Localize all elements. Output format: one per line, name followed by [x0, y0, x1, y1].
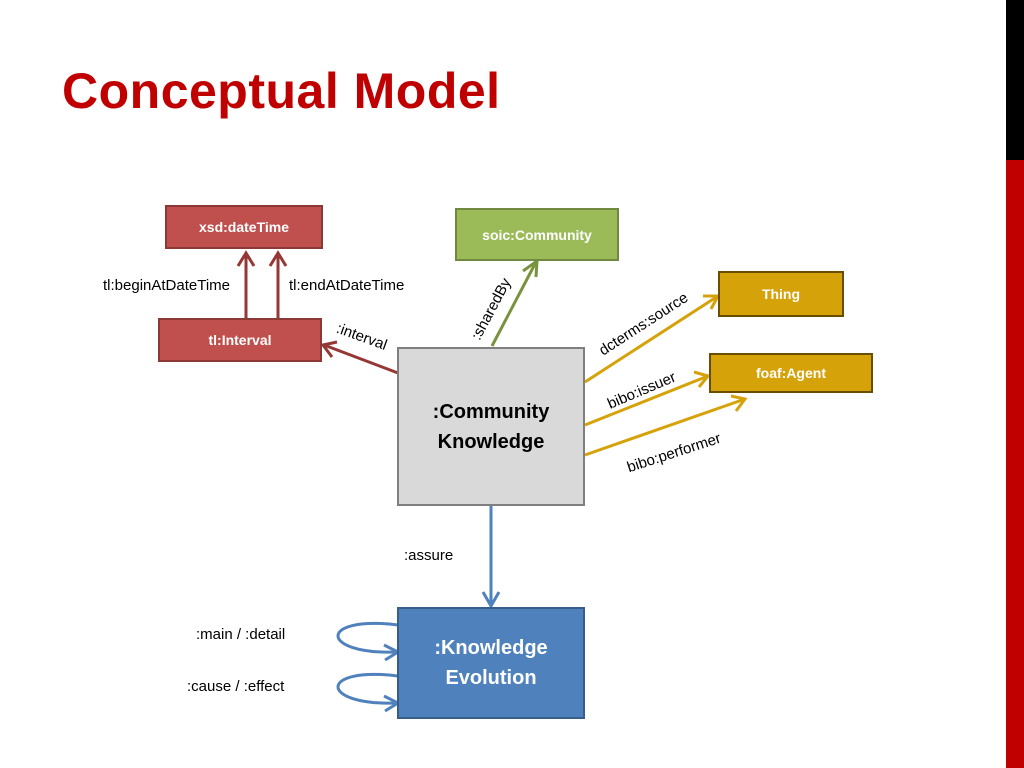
edge-issuer — [584, 370, 711, 427]
edge-main-detail-loop — [336, 621, 402, 662]
edge-performer — [584, 394, 748, 457]
node-thing: Thing — [718, 271, 844, 317]
node-foaf-agent: foaf:Agent — [709, 353, 873, 393]
side-bar-accent — [1006, 160, 1024, 768]
edge-cause-effect-loop — [336, 672, 402, 713]
label-cause-effect: :cause / :effect — [187, 678, 285, 695]
edge-end-at-datetime — [268, 250, 288, 318]
edge-interval — [320, 340, 399, 375]
node-community-knowledge: :Community Knowledge — [397, 347, 585, 506]
node-soic-community: soic:Community — [455, 208, 619, 261]
edge-assure — [481, 506, 501, 610]
node-knowledge-evolution: :Knowledge Evolution — [397, 607, 585, 719]
label-end-at-datetime: tl:endAtDateTime — [289, 277, 405, 294]
side-bar-top — [1006, 0, 1024, 160]
label-assure: :assure — [404, 547, 454, 564]
edge-begin-at-datetime — [236, 250, 256, 318]
node-xsd-datetime: xsd:dateTime — [165, 205, 323, 249]
label-begin-at-datetime: tl:beginAtDateTime — [103, 277, 231, 294]
node-tl-interval: tl:Interval — [158, 318, 322, 362]
slide-title: Conceptual Model — [62, 63, 501, 119]
edge-shared-by — [490, 257, 539, 347]
label-main-detail: :main / :detail — [196, 626, 286, 643]
